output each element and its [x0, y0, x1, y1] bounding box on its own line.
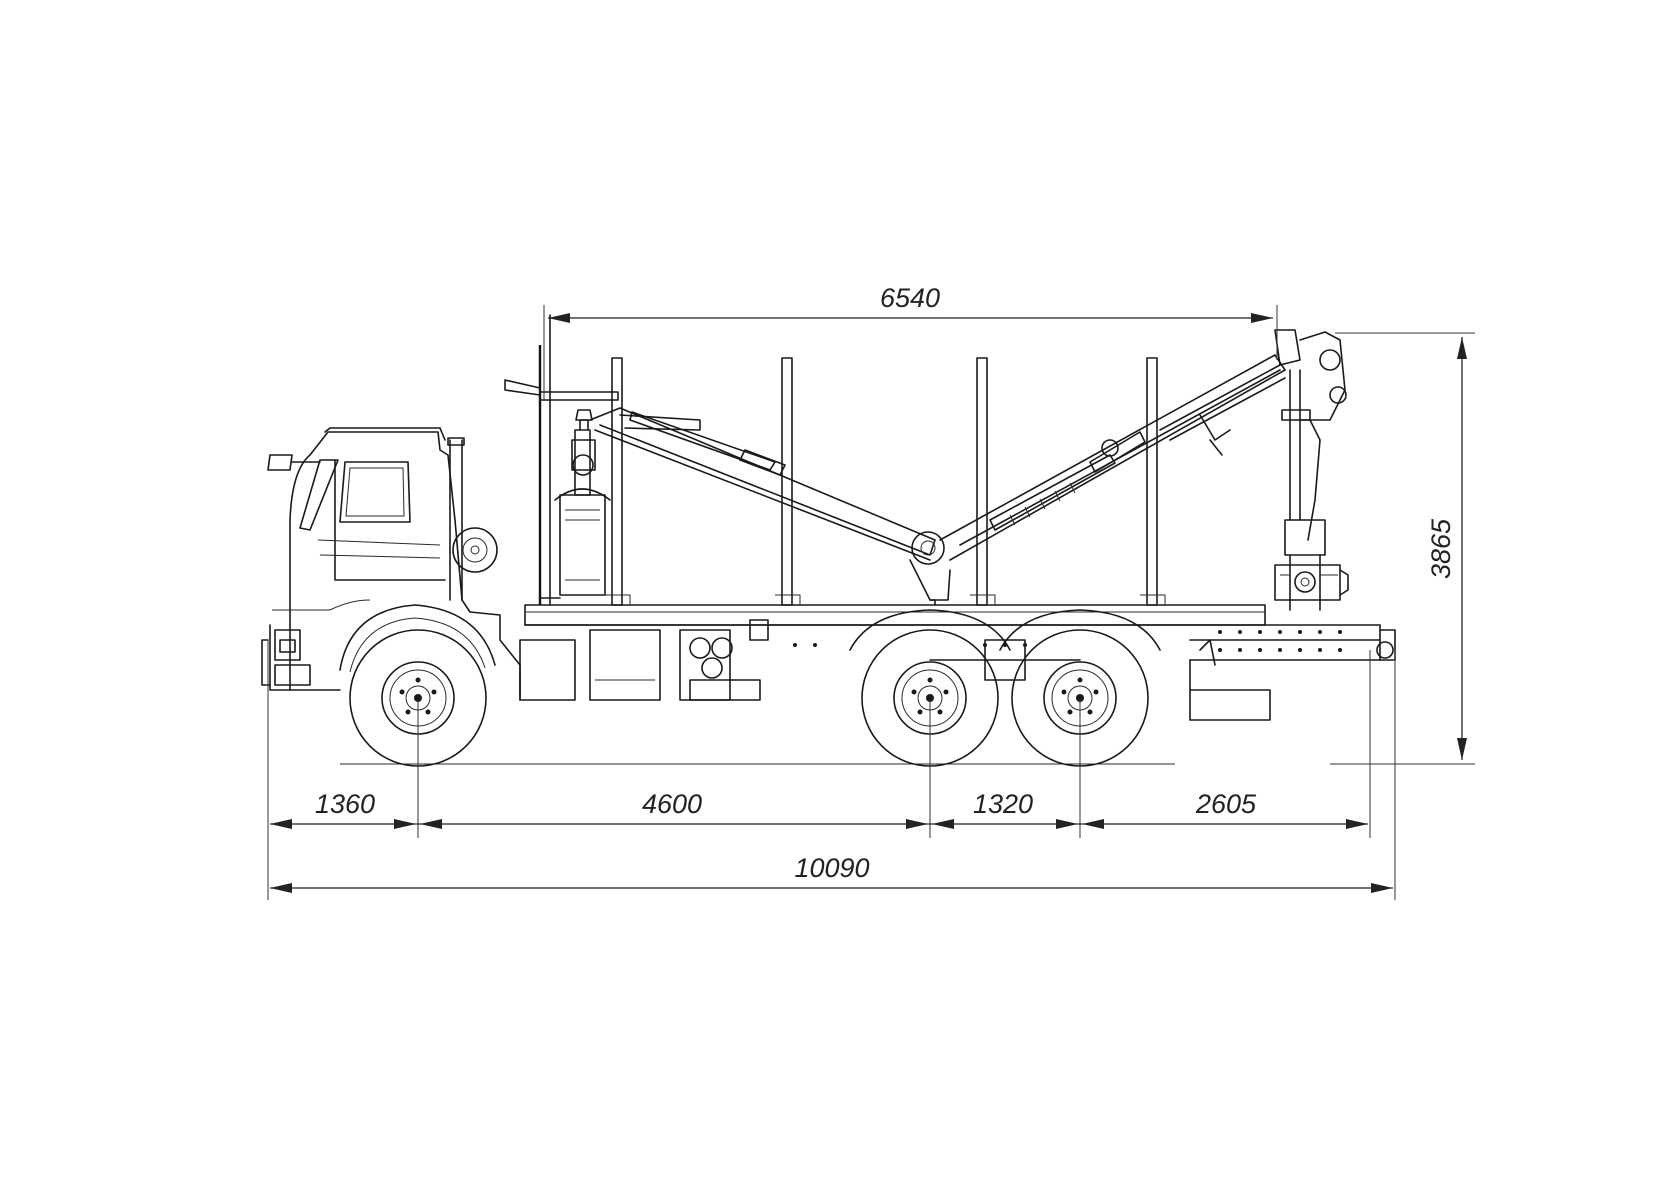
dim-wheelbase: 4600 [642, 789, 702, 819]
crane-column [1274, 329, 1349, 611]
dim-rear-overhang: 2605 [1195, 789, 1257, 819]
truck-outline [261, 314, 1396, 767]
headboard [504, 314, 619, 606]
chassis [519, 604, 1396, 721]
dim-tandem-spacing: 1320 [973, 789, 1033, 819]
dim-front-overhang: 1360 [315, 789, 375, 819]
crane-base [554, 409, 611, 596]
stakes [605, 357, 1166, 606]
dimension-lines: 6540 3865 1360 4600 1320 2605 [267, 283, 1475, 900]
dim-height: 3865 [1426, 518, 1456, 579]
dim-overall-length: 10090 [794, 853, 869, 883]
crane-boom [589, 354, 1286, 606]
cab [261, 427, 521, 701]
dim-top-span: 6540 [880, 283, 940, 313]
